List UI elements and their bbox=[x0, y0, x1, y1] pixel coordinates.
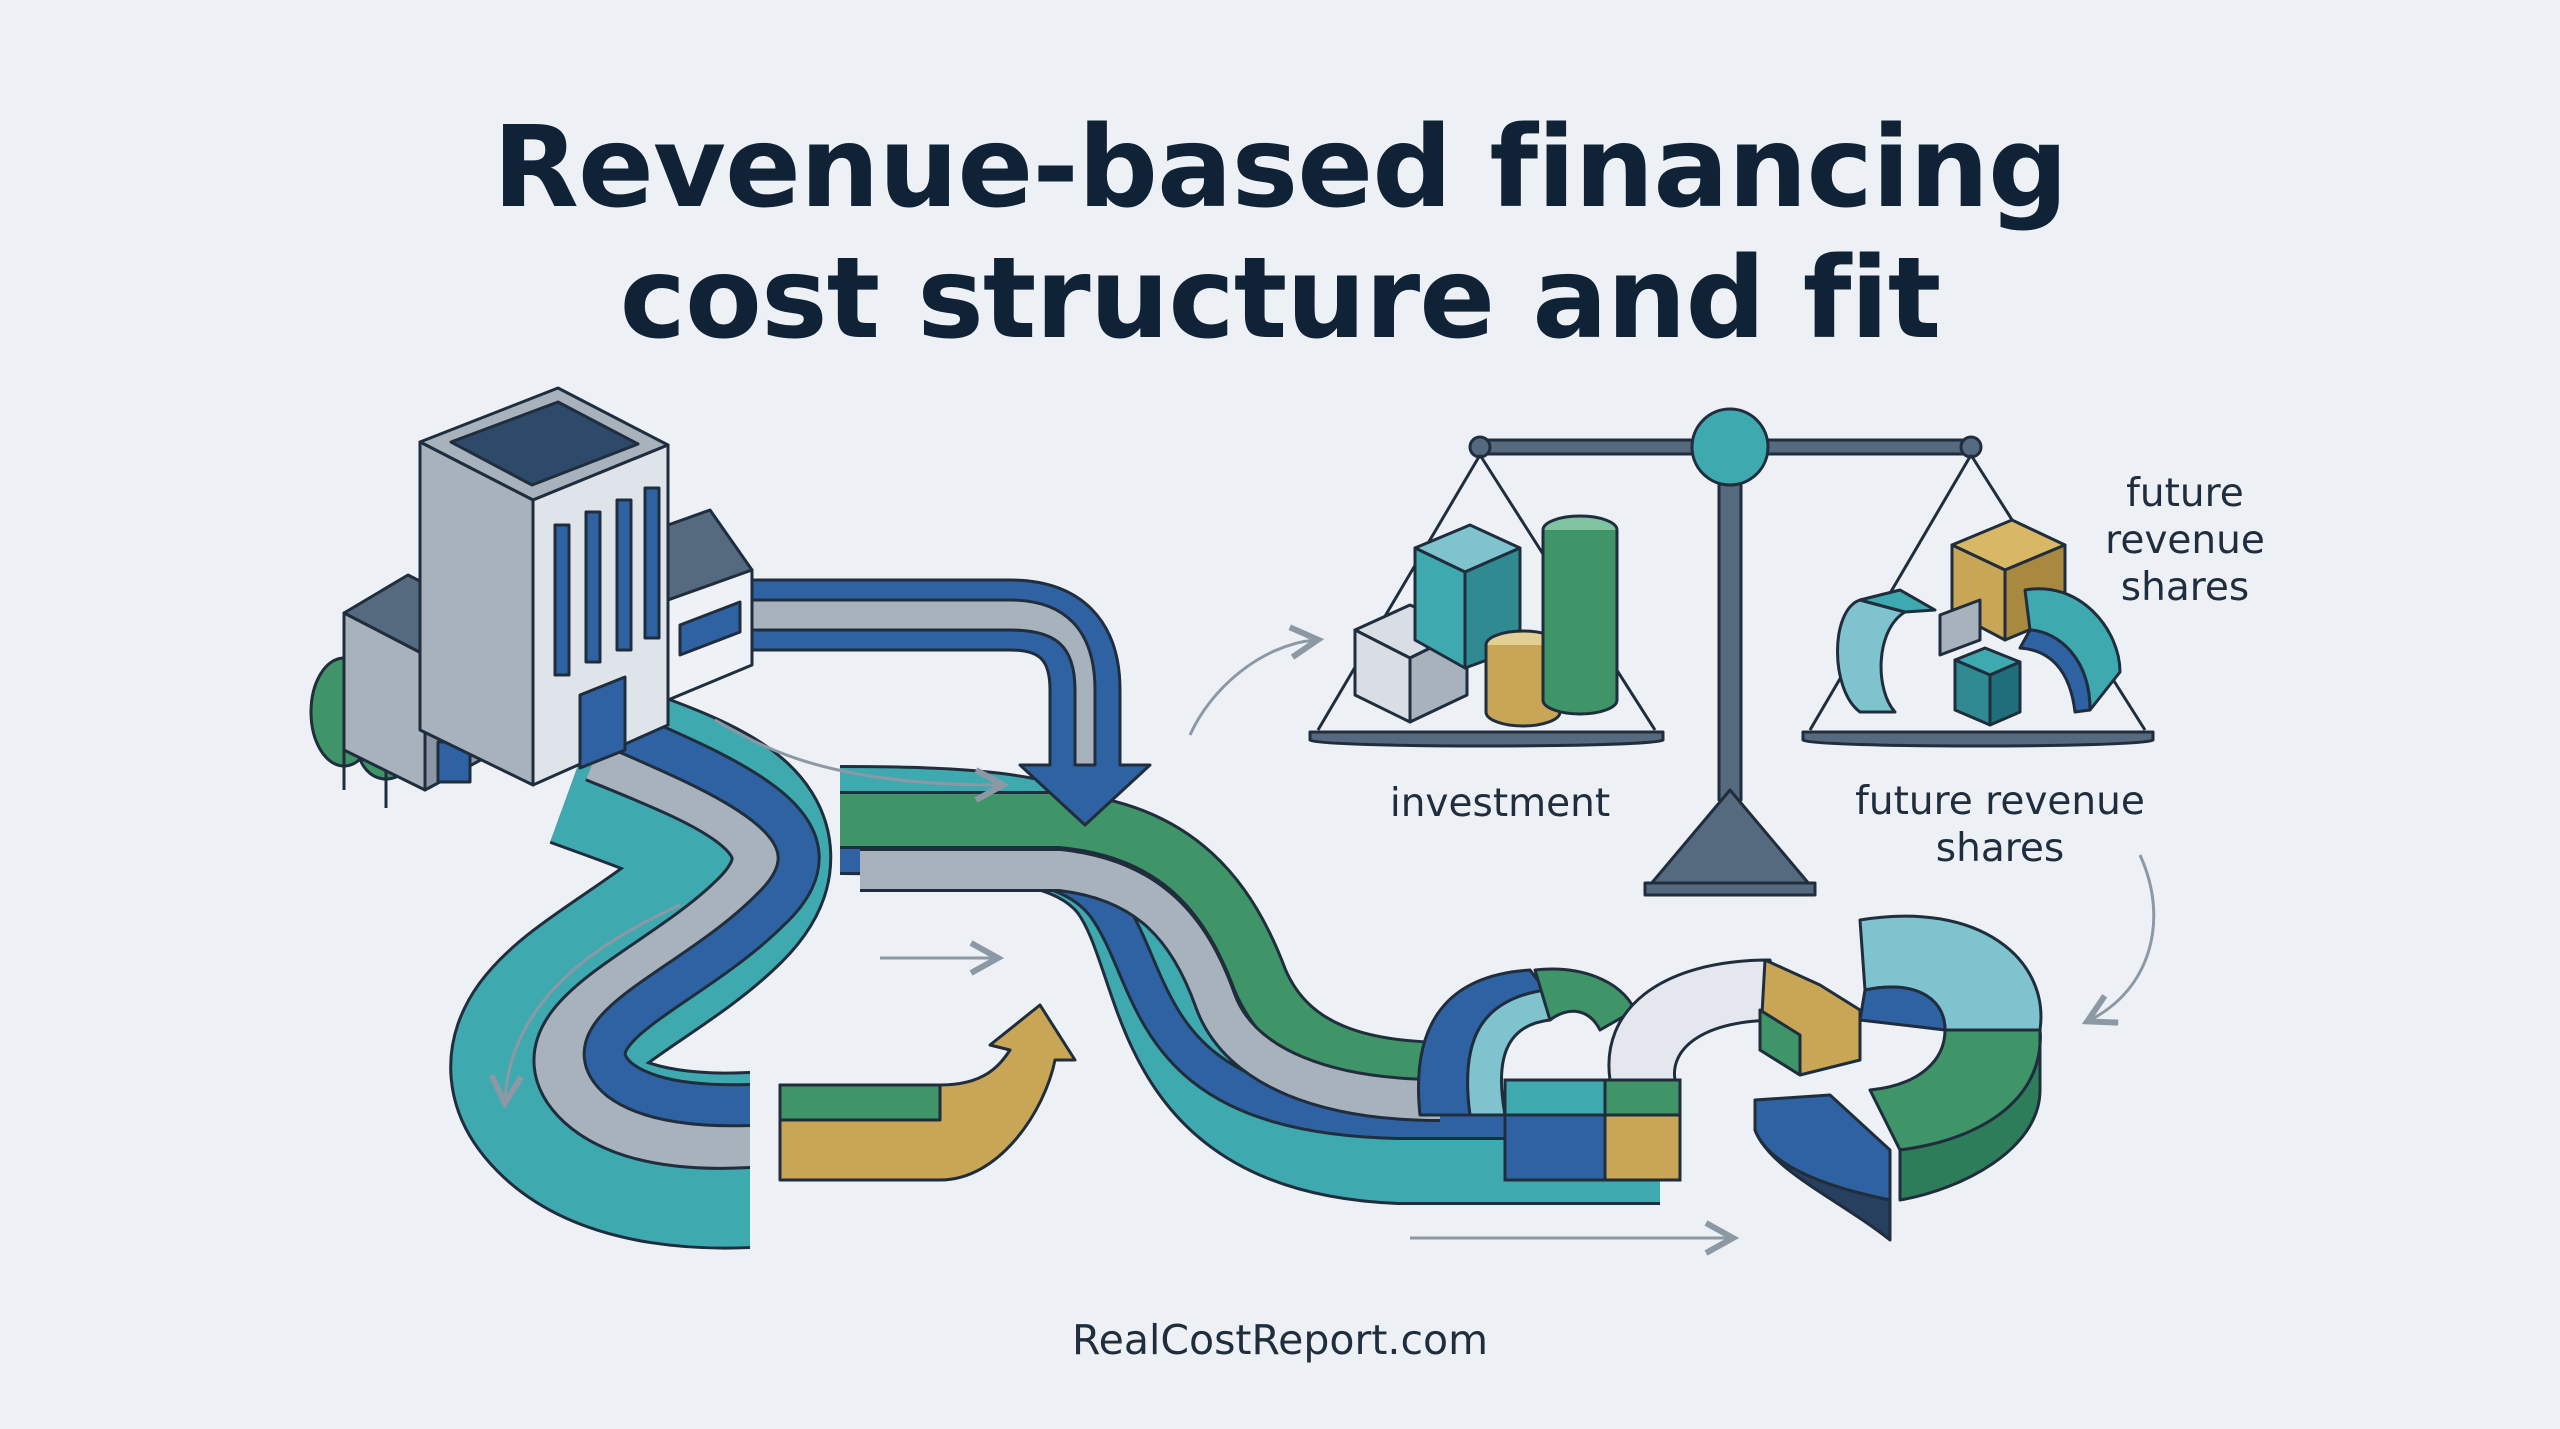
label-investment: investment bbox=[1389, 781, 1611, 826]
title-line-1: Revenue-based financing bbox=[492, 103, 2068, 233]
ribbon-blocks bbox=[1503, 1078, 1682, 1182]
ring-segments bbox=[1417, 958, 1862, 1117]
label-line: future revenue bbox=[1855, 779, 2145, 824]
curved-arrow-icon bbox=[743, 578, 1152, 1182]
label-line: shares bbox=[2120, 565, 2250, 610]
label-future-revenue-shares-top: future revenue shares bbox=[2060, 470, 2310, 611]
footer-website: RealCostReport.com bbox=[1071, 1316, 1489, 1364]
label-line: future bbox=[2126, 471, 2244, 516]
large-ring bbox=[1753, 914, 2043, 1242]
winding-road-icon bbox=[449, 676, 1660, 1250]
label-line: shares bbox=[1935, 826, 2065, 871]
building-icon bbox=[309, 386, 754, 808]
label-line: revenue bbox=[2105, 518, 2265, 563]
scale-icon bbox=[1308, 407, 2155, 897]
label-future-revenue-shares: future revenue shares bbox=[1780, 778, 2220, 872]
flow-arrows bbox=[488, 624, 2156, 1256]
title-line-2: cost structure and fit bbox=[619, 234, 1942, 364]
